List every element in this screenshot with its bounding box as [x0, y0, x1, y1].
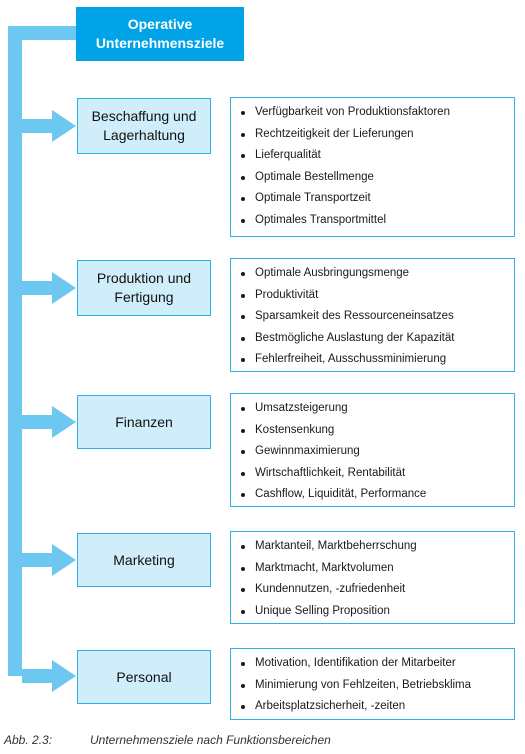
goal-item: Marktmacht, Marktvolumen [231, 558, 514, 580]
function-label-line1: Marketing [113, 551, 175, 568]
goal-item: Kostensenkung [231, 420, 514, 442]
goal-item: Verfügbarkeit von Produktionsfaktoren [231, 102, 514, 124]
function-label-line2: Lagerhaltung [103, 127, 185, 143]
caption-text: Unternehmensziele nach Funktionsbereiche… [90, 733, 331, 747]
branch-arrow [22, 272, 76, 304]
top-box-line2: Unternehmensziele [95, 35, 225, 51]
function-label-line1: Finanzen [115, 413, 173, 430]
top-box-line1: Operative [127, 16, 193, 32]
function-label-line1: Beschaffung und [91, 108, 197, 124]
caption-label: Abb. 2.3: [4, 733, 53, 747]
goal-item: Bestmögliche Auslastung der Kapazität [231, 328, 514, 350]
goal-item: Cashflow, Liquidität, Performance [231, 484, 514, 506]
goal-item: Lieferqualität [231, 145, 514, 167]
goals-box: Motivation, Identifikation der Mitarbeit… [230, 648, 515, 720]
branch-arrow [22, 544, 76, 576]
goal-item: Optimale Ausbringungsmenge [231, 263, 514, 285]
goal-item: Fehlerfreiheit, Ausschussminimierung [231, 349, 514, 371]
goal-item: Minimierung von Fehlzeiten, Betriebsklim… [231, 675, 514, 697]
goal-item: Optimales Transportmittel [231, 210, 514, 232]
function-label-line2: Fertigung [114, 289, 174, 305]
branch-arrow [22, 110, 76, 142]
function-label-line1: Produktion und [96, 270, 192, 286]
function-box: Finanzen [77, 395, 211, 449]
goal-item: Produktivität [231, 285, 514, 307]
function-box: Marketing [77, 533, 211, 587]
branch-arrow [22, 406, 76, 438]
figure-caption: Abb. 2.3: Unternehmensziele nach Funktion… [4, 733, 331, 747]
goal-item: Motivation, Identifikation der Mitarbeit… [231, 653, 514, 675]
goal-item: Arbeitsplatzsicherheit, -zeiten [231, 696, 514, 718]
goal-item: Optimale Bestellmenge [231, 167, 514, 189]
goal-item: Sparsamkeit des Ressourceneinsatzes [231, 306, 514, 328]
goal-item: Unique Selling Proposition [231, 601, 514, 623]
goal-item: Rechtzeitigkeit der Lieferungen [231, 124, 514, 146]
top-connector [8, 26, 78, 40]
goal-item: Optimale Transportzeit [231, 188, 514, 210]
top-box-operative-goals: Operative Unternehmensziele [76, 7, 244, 61]
goal-item: Wirtschaftlichkeit, Rentabilität [231, 463, 514, 485]
branch-arrow [22, 660, 76, 692]
function-box: Personal [77, 650, 211, 704]
goal-item: Kundennutzen, -zufriedenheit [231, 579, 514, 601]
goal-item: Marktanteil, Marktbeherrschung [231, 536, 514, 558]
function-label-line1: Personal [116, 668, 172, 685]
goal-item: Umsatzsteigerung [231, 398, 514, 420]
goals-list: Motivation, Identifikation der Mitarbeit… [231, 653, 514, 718]
vertical-spine [8, 26, 22, 676]
goal-item: Gewinnmaximierung [231, 441, 514, 463]
